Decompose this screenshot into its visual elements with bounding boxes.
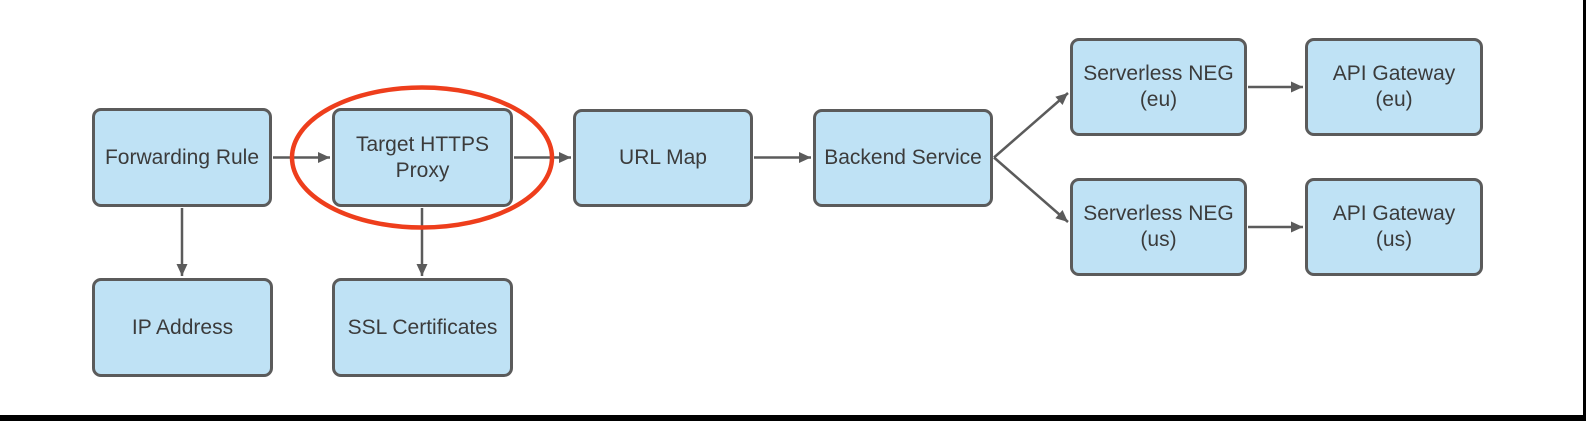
- node-target-https-proxy: Target HTTPS Proxy: [332, 108, 513, 207]
- node-label: Serverless NEG: [1083, 202, 1234, 225]
- node-serverless-neg-eu: Serverless NEG (eu): [1070, 38, 1247, 136]
- node-label: (us): [1375, 228, 1413, 251]
- node-label: API Gateway: [1332, 62, 1456, 85]
- node-label: SSL Certificates: [347, 315, 498, 339]
- node-ssl-certificates: SSL Certificates: [332, 278, 513, 377]
- node-ip-address: IP Address: [92, 278, 273, 377]
- page-border-bottom: [0, 415, 1586, 421]
- arrow-backend-service-to-serverless-neg-us: [993, 156, 1069, 223]
- arrow-backend-service-to-serverless-neg-eu: [993, 92, 1069, 159]
- node-label: Target HTTPS: [355, 132, 490, 156]
- node-label: (eu): [1139, 88, 1178, 111]
- node-label: (eu): [1375, 88, 1413, 111]
- node-label: URL Map: [619, 146, 707, 169]
- node-label: API Gateway: [1332, 202, 1456, 225]
- node-serverless-neg-us: Serverless NEG (us): [1070, 178, 1247, 276]
- node-label: Serverless NEG: [1083, 62, 1234, 85]
- node-forwarding-rule: Forwarding Rule: [92, 108, 272, 207]
- node-label: Forwarding Rule: [104, 145, 260, 169]
- node-label: (us): [1140, 228, 1177, 251]
- node-label: IP Address: [131, 315, 234, 339]
- node-api-gateway-eu: API Gateway (eu): [1305, 38, 1483, 136]
- node-api-gateway-us: API Gateway (us): [1305, 178, 1483, 276]
- node-label: Backend Service: [824, 146, 982, 169]
- node-label: Proxy: [395, 158, 450, 182]
- page-border-right: [1583, 0, 1586, 421]
- node-url-map: URL Map: [573, 109, 753, 207]
- node-backend-service: Backend Service: [813, 109, 993, 207]
